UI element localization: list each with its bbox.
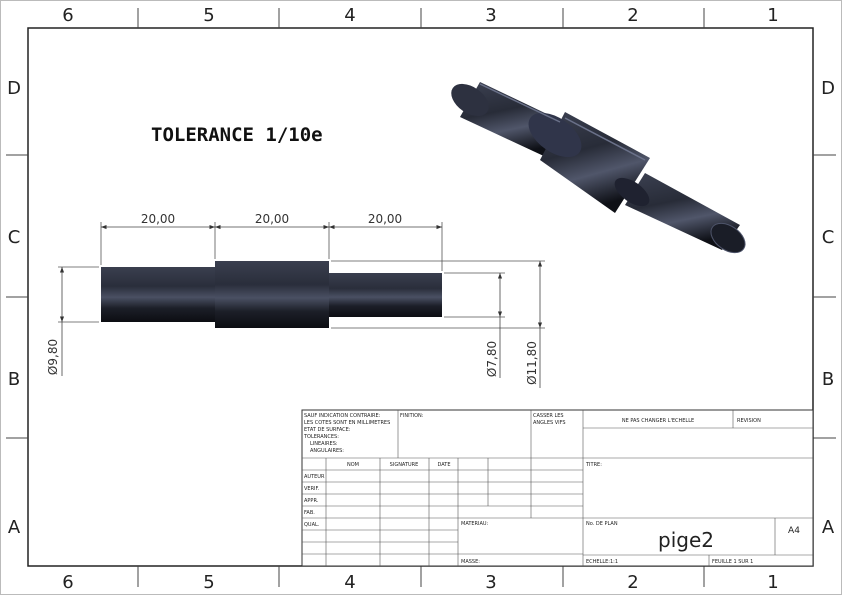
title-label: TITRE:	[585, 462, 602, 468]
row-label-quality: QUAL.	[304, 522, 320, 528]
do-not-scale-label: NE PAS CHANGER L'ECHELLE	[622, 418, 694, 424]
drawing-number: pige2	[658, 528, 714, 552]
break-edges-label: CASSER LES	[533, 413, 564, 419]
sheet-number-label: FEUILLE 1 SUR 1	[712, 559, 753, 565]
zone-col-label: 1	[767, 572, 778, 593]
scale-label: ECHELLE:1:1	[586, 559, 618, 565]
general-note-line: SAUF INDICATION CONTRAIRE:	[304, 413, 381, 419]
zone-col-label: 3	[485, 572, 496, 593]
dimension-length-3: 20,00	[368, 212, 402, 226]
tolerance-note: TOLERANCE 1/10e	[151, 124, 323, 146]
zone-col-label: 2	[627, 572, 638, 593]
title-block: SAUF INDICATION CONTRAIRE: LES COTES SON…	[301, 409, 814, 567]
dimension-length-1: 20,00	[141, 212, 175, 226]
dimension-diameter-middle: Ø11,80	[525, 341, 539, 385]
dimension-diameter-right: Ø7,80	[485, 341, 499, 377]
finish-label: FINITION:	[400, 413, 424, 419]
row-label-author: AUTEUR	[304, 474, 325, 480]
header-name: NOM	[347, 462, 359, 468]
zone-col-label: 6	[62, 572, 73, 593]
dimension-diameter-left: Ø9,80	[46, 339, 60, 375]
row-label-approved: APPR.	[304, 498, 319, 504]
zone-row-label: A	[822, 517, 835, 538]
sheet-size: A4	[788, 526, 800, 536]
zone-col-label: 4	[344, 5, 355, 26]
zone-col-label: 1	[767, 5, 778, 26]
zone-col-label: 5	[203, 5, 214, 26]
row-label-manufacturing: FAB.	[304, 510, 315, 516]
header-signature: SIGNATURE	[390, 462, 419, 468]
dimension-lines	[59, 224, 543, 388]
header-date: DATE	[437, 462, 450, 468]
revision-label: REVISION	[737, 418, 761, 424]
zone-col-label: 3	[485, 5, 496, 26]
general-note-line: TOLERANCES:	[303, 434, 339, 440]
general-note-line: ANGULAIRES:	[310, 448, 344, 454]
mass-label: MASSE:	[461, 559, 480, 565]
zone-row-label: B	[822, 369, 834, 390]
isometric-view	[451, 82, 746, 254]
row-label-checked: VERIF.	[304, 486, 320, 492]
material-label: MATERIAU:	[461, 521, 489, 527]
zone-col-label: 2	[627, 5, 638, 26]
drawing-number-label: No. DE PLAN	[586, 521, 618, 527]
front-view	[101, 261, 442, 328]
general-note-line: ETAT DE SURFACE:	[304, 427, 351, 433]
zone-col-label: 6	[62, 5, 73, 26]
zone-row-label: B	[8, 369, 20, 390]
zone-col-label: 4	[344, 572, 355, 593]
dimension-length-2: 20,00	[255, 212, 289, 226]
general-note-line: LES COTES SONT EN MILLIMETRES	[304, 420, 390, 426]
zone-col-label: 5	[203, 572, 214, 593]
general-note-line: LINEAIRES:	[310, 441, 338, 447]
zone-row-label: A	[8, 517, 21, 538]
zone-ticks	[6, 8, 836, 587]
zone-row-label: D	[821, 78, 835, 99]
zone-row-label: C	[8, 227, 21, 248]
break-edges-label: ANGLES VIFS	[533, 420, 566, 426]
zone-row-label: C	[822, 227, 835, 248]
zone-row-label: D	[7, 78, 21, 99]
